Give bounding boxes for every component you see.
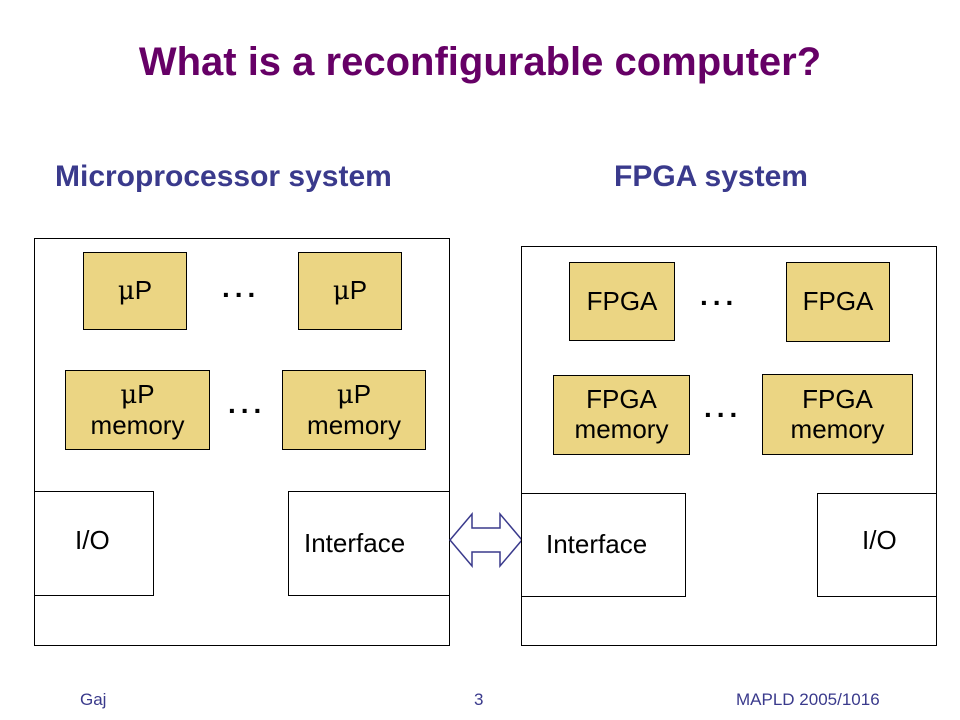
interface-box: Interface — [288, 491, 450, 596]
footer-event: MAPLD 2005/1016 — [736, 690, 880, 709]
ellipsis: ... — [222, 272, 261, 303]
microprocessor-box: μP — [298, 252, 402, 330]
io-label: I/O — [862, 525, 897, 555]
interface-label: Interface — [304, 527, 406, 558]
footer-page-number: 3 — [474, 690, 484, 709]
ellipsis: ... — [700, 280, 739, 311]
footer-author: Gaj — [80, 690, 107, 709]
fpga-label: FPGA — [586, 285, 658, 316]
fpga-box: FPGA — [569, 262, 675, 341]
io-label: I/O — [75, 525, 110, 555]
io-box: I/O — [817, 493, 937, 597]
ellipsis: ... — [704, 392, 743, 423]
microprocessor-label: μP — [332, 274, 368, 306]
io-box: I/O — [34, 491, 154, 596]
slide-title: What is a reconfigurable computer? — [138, 40, 822, 84]
microprocessor-system-heading: Microprocessor system — [55, 160, 392, 193]
ellipsis: ... — [228, 388, 267, 419]
microprocessor-box: μP — [83, 252, 187, 330]
bidirectional-arrow-icon — [449, 512, 523, 568]
interface-box: Interface — [521, 493, 686, 597]
fpga-system-heading: FPGA system — [614, 160, 808, 193]
fpga-box: FPGA — [786, 262, 890, 342]
fpga-label: FPGA — [802, 286, 874, 317]
microprocessor-label: μP — [117, 274, 153, 306]
interface-label: Interface — [546, 529, 648, 560]
